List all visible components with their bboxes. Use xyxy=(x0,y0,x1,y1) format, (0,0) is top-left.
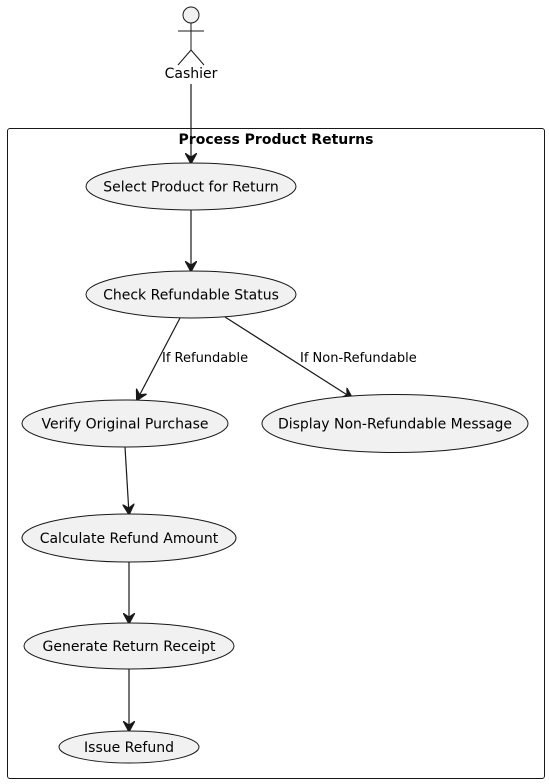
use-case-display-message: Display Non-Refundable Message xyxy=(261,394,529,453)
stick-figure-icon xyxy=(177,6,205,66)
edge-verify-to-calculate xyxy=(125,446,129,514)
edge-label-if-non-refundable: If Non-Refundable xyxy=(300,351,417,366)
use-case-label: Verify Original Purchase xyxy=(42,417,209,433)
system-boundary: Process Product Returns xyxy=(7,128,545,779)
edge-check-to-display xyxy=(224,316,352,398)
use-case-label: Select Product for Return xyxy=(103,180,278,196)
use-case-check-status: Check Refundable Status xyxy=(85,270,297,319)
boundary-frame xyxy=(7,128,545,779)
actor-cashier: Cashier xyxy=(165,6,218,82)
use-case-select-product: Select Product for Return xyxy=(85,162,297,211)
use-case-label: Check Refundable Status xyxy=(103,288,279,304)
use-case-issue-refund: Issue Refund xyxy=(58,730,200,764)
use-case-label: Generate Return Receipt xyxy=(42,639,216,655)
boundary-title: Process Product Returns xyxy=(179,132,374,148)
use-case-label: Display Non-Refundable Message xyxy=(278,417,512,433)
use-case-label: Issue Refund xyxy=(84,740,174,756)
use-case-verify-purchase: Verify Original Purchase xyxy=(21,399,229,448)
use-case-generate-receipt: Generate Return Receipt xyxy=(23,622,235,670)
edges xyxy=(125,84,352,731)
use-case-label: Calculate Refund Amount xyxy=(40,531,219,547)
actor-label: Cashier xyxy=(165,66,218,82)
edge-label-if-refundable: If Refundable xyxy=(162,351,248,366)
use-case-calculate-amount: Calculate Refund Amount xyxy=(21,513,237,563)
edge-check-to-verify xyxy=(137,317,181,400)
